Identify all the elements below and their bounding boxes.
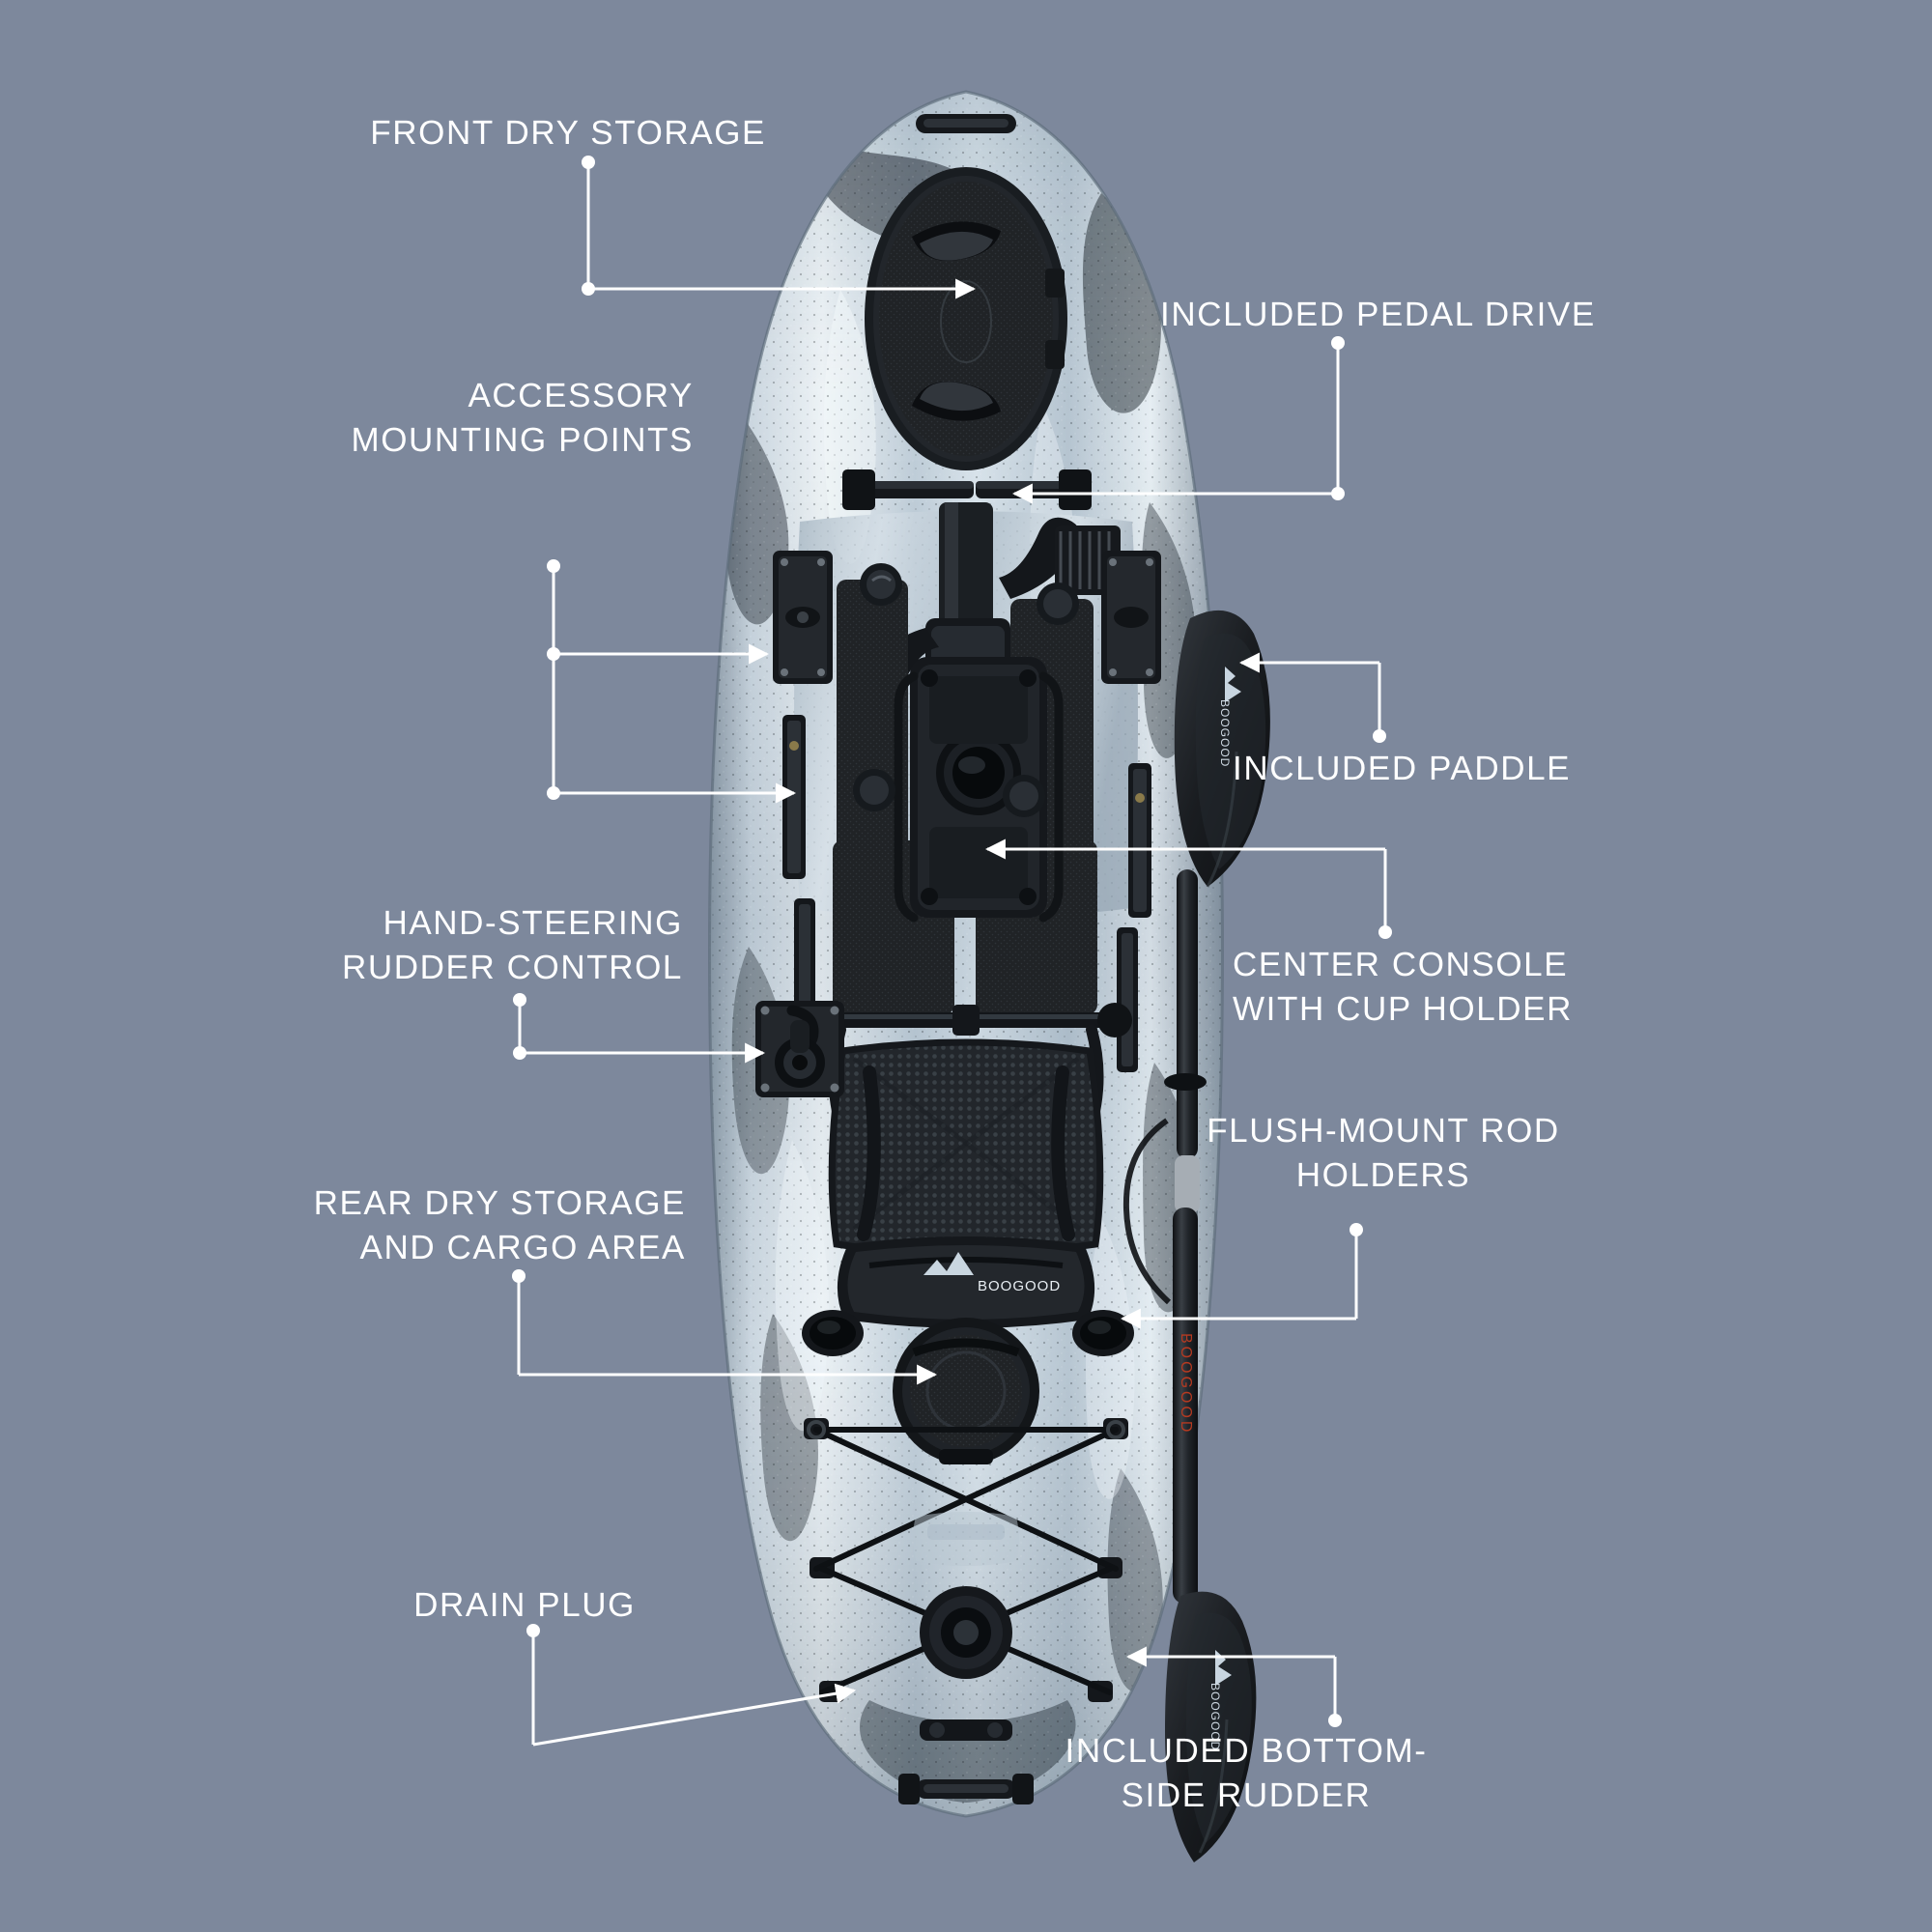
callout-included-bottom-side-rudder: INCLUDED BOTTOM- SIDE RUDDER (1065, 1732, 1428, 1814)
mesh-seat (828, 1038, 1104, 1258)
callout-rear-dry-storage: REAR DRY STORAGE AND CARGO AREA (313, 1184, 686, 1266)
callout-flush-mount-rod-holders: FLUSH-MOUNT ROD HOLDERS (1207, 1112, 1560, 1194)
leader-included-bottom-side-rudder (1125, 1646, 1342, 1727)
brand-badge: BOOGOOD (923, 1252, 1061, 1294)
deck-round-ports (853, 563, 1079, 817)
stern-cleat (920, 1719, 1012, 1741)
paddle-leash (1122, 1118, 1172, 1305)
seat-base-cushion: BOOGOOD (837, 1236, 1095, 1328)
leader-front-dry-storage (582, 156, 977, 299)
leader-rear-dry-storage (512, 1269, 938, 1385)
svg-text:BOOGOOD: BOOGOOD (1208, 1683, 1222, 1750)
leader-accessory-mounting-points (547, 559, 797, 804)
callout-front-dry-storage: FRONT DRY STORAGE (370, 114, 766, 152)
callout-drain-plug: DRAIN PLUG (413, 1586, 636, 1624)
accessory-mounting-plate-right (1101, 551, 1161, 684)
stern-recess (913, 1512, 1019, 1566)
leader-hand-steering-rudder-control (513, 993, 766, 1064)
bow-carry-handle (916, 114, 1016, 133)
hand-steering-rudder-control (755, 1001, 844, 1097)
stern-carry-handle (898, 1774, 1034, 1804)
leader-flush-mount-rod-holders (1120, 1223, 1363, 1329)
leader-drain-plug (526, 1624, 857, 1747)
paddle-logo-lower: BOOGOOD (1208, 1650, 1232, 1750)
leader-included-paddle (1238, 652, 1386, 743)
svg-text:BOOGOOD: BOOGOOD (1178, 1333, 1194, 1435)
accessory-mounting-plate-left (773, 551, 833, 684)
callout-center-console: CENTER CONSOLE WITH CUP HOLDER (1233, 946, 1573, 1028)
rear-cargo-bungee (804, 1418, 1128, 1702)
svg-text:BOOGOOD: BOOGOOD (1218, 699, 1232, 767)
flush-mount-rod-holder-left (802, 1310, 864, 1356)
callout-hand-steering-rudder-control: HAND-STEERING RUDDER CONTROL (342, 904, 683, 986)
callout-included-paddle: INCLUDED PADDLE (1233, 750, 1572, 787)
drain-plug (920, 1586, 1012, 1679)
included-paddle: BOOGOOD BOOGOOD BOOGOOD (1164, 610, 1270, 1862)
paddle-shaft-graphics: BOOGOOD (1178, 1333, 1194, 1435)
accessory-track-right (1128, 763, 1151, 918)
leader-included-pedal-drive (1011, 336, 1345, 504)
leader-center-console (984, 838, 1392, 939)
paddle-logo: BOOGOOD (1218, 667, 1241, 767)
front-dry-storage-hatch (865, 167, 1067, 470)
callout-accessory-mounting-points: ACCESSORY MOUNTING POINTS (351, 377, 694, 459)
callout-included-pedal-drive: INCLUDED PEDAL DRIVE (1160, 296, 1596, 333)
svg-text:BOOGOOD: BOOGOOD (978, 1278, 1061, 1294)
center-console (894, 657, 1064, 923)
flush-mount-rod-holder-right (1072, 1310, 1134, 1356)
